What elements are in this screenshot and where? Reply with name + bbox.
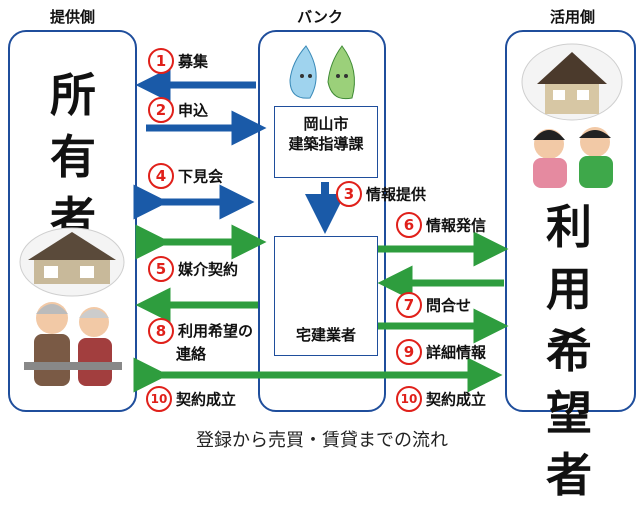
step-5-text: 媒介契約 — [178, 260, 239, 279]
step-9-text: 詳細情報 — [426, 343, 487, 362]
step-6-number: 6 — [396, 212, 422, 238]
header-provider: 提供側 — [49, 8, 95, 26]
city-office-box — [274, 106, 378, 178]
owner-char-1: 所 — [50, 68, 96, 122]
step-2-number: 2 — [148, 97, 174, 123]
step-3-number: 3 — [336, 181, 362, 207]
owner-char-2: 有 — [50, 130, 96, 184]
step-7-number: 7 — [396, 292, 422, 318]
step-6-text: 情報発信 — [426, 216, 487, 235]
step-10-right-number: 10 — [396, 386, 422, 412]
step-10-left-number: 10 — [146, 386, 172, 412]
user-char-4: 望 — [546, 386, 592, 440]
mascot-illustration — [289, 45, 355, 100]
user-char-1: 利 — [546, 200, 592, 254]
user-char-3: 希 — [546, 324, 592, 378]
diagram-caption: 登録から売買・賃貸までの流れ — [196, 430, 448, 451]
step-10-right-text: 契約成立 — [426, 390, 487, 409]
flow-arrows — [133, 67, 509, 393]
step-4-text: 下見会 — [178, 167, 224, 186]
elderly-couple-illustration — [19, 227, 125, 386]
step-8-text: 利用希望の — [178, 322, 254, 340]
step-2-text: 申込 — [178, 101, 209, 120]
step-7-text: 問合せ — [426, 296, 472, 315]
header-bank: バンク — [297, 8, 343, 26]
step-8-text-line2: 連絡 — [176, 345, 207, 363]
step-9-number: 9 — [396, 339, 422, 365]
step-8-number: 8 — [148, 318, 174, 344]
city-office-label: 岡山市 建築指導課 — [274, 114, 378, 154]
realtor-box — [274, 236, 378, 356]
step-10-left-text: 契約成立 — [176, 390, 237, 409]
young-couple-illustration — [521, 43, 623, 188]
realtor-label: 宅建業者 — [295, 326, 356, 344]
step-5-number: 5 — [148, 256, 174, 282]
step-3-text: 情報提供 — [366, 185, 427, 204]
owner-column — [8, 30, 137, 412]
city-office-line1: 岡山市 — [303, 115, 349, 133]
step-1-text: 募集 — [178, 52, 209, 71]
header-user-side: 活用側 — [549, 8, 595, 26]
user-char-2: 用 — [546, 262, 592, 316]
city-office-line2: 建築指導課 — [288, 135, 364, 153]
step-1-number: 1 — [148, 48, 174, 74]
step-4-number: 4 — [148, 163, 174, 189]
